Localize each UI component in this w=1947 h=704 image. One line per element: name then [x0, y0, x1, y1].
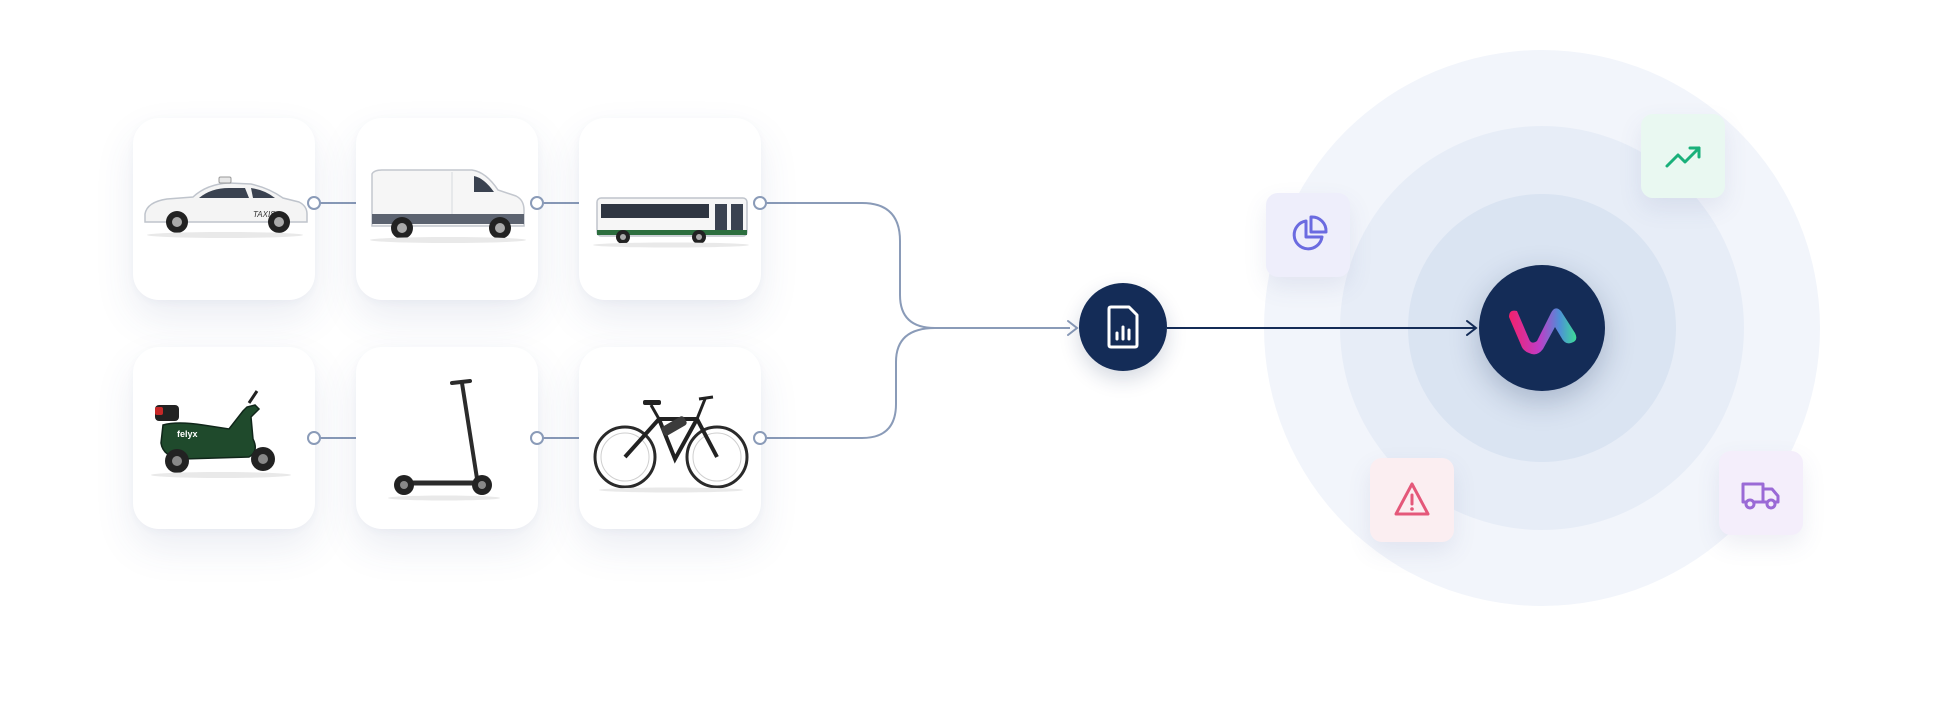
source-card-bus [579, 118, 767, 300]
port-moped [307, 431, 321, 445]
data-hub [1079, 283, 1167, 371]
warning-triangle-icon [1394, 482, 1430, 516]
port-e-bike [753, 431, 767, 445]
hub-arrowhead [1067, 320, 1079, 336]
output-tile-alerts [1370, 458, 1454, 542]
kick-scooter-image [388, 379, 500, 501]
taxi-decal: TAXIS [253, 210, 276, 219]
merge-curve-bottom [766, 327, 936, 439]
platform-node [1479, 265, 1605, 391]
pie-chart-icon [1292, 215, 1328, 251]
bus-image [593, 197, 749, 248]
port-taxi [307, 196, 321, 210]
taxi-car-image: TAXIS [144, 176, 308, 238]
source-card-van [356, 118, 544, 300]
port-van [530, 196, 544, 210]
van-image [370, 169, 526, 243]
moped-decal: felyx [177, 429, 198, 439]
port-kick-scooter [530, 431, 544, 445]
output-tile-analytics [1266, 193, 1350, 277]
brand-logo [1509, 308, 1577, 355]
output-tile-logistics [1719, 451, 1803, 535]
platform-arrowhead [1466, 320, 1478, 336]
data-report-icon [1107, 305, 1139, 349]
port-bus [753, 196, 767, 210]
source-card-e-bike [579, 347, 767, 529]
source-card-kick-scooter [356, 347, 544, 529]
source-card-moped: felyx [133, 347, 321, 529]
source-card-taxi: TAXIS [133, 118, 321, 300]
output-tile-growth [1641, 114, 1725, 198]
electric-moped-image: felyx [151, 390, 291, 478]
trending-up-icon [1665, 146, 1701, 168]
merge-curve-top [766, 202, 1070, 329]
truck-icon [1741, 482, 1780, 510]
e-bike-image [593, 395, 749, 493]
